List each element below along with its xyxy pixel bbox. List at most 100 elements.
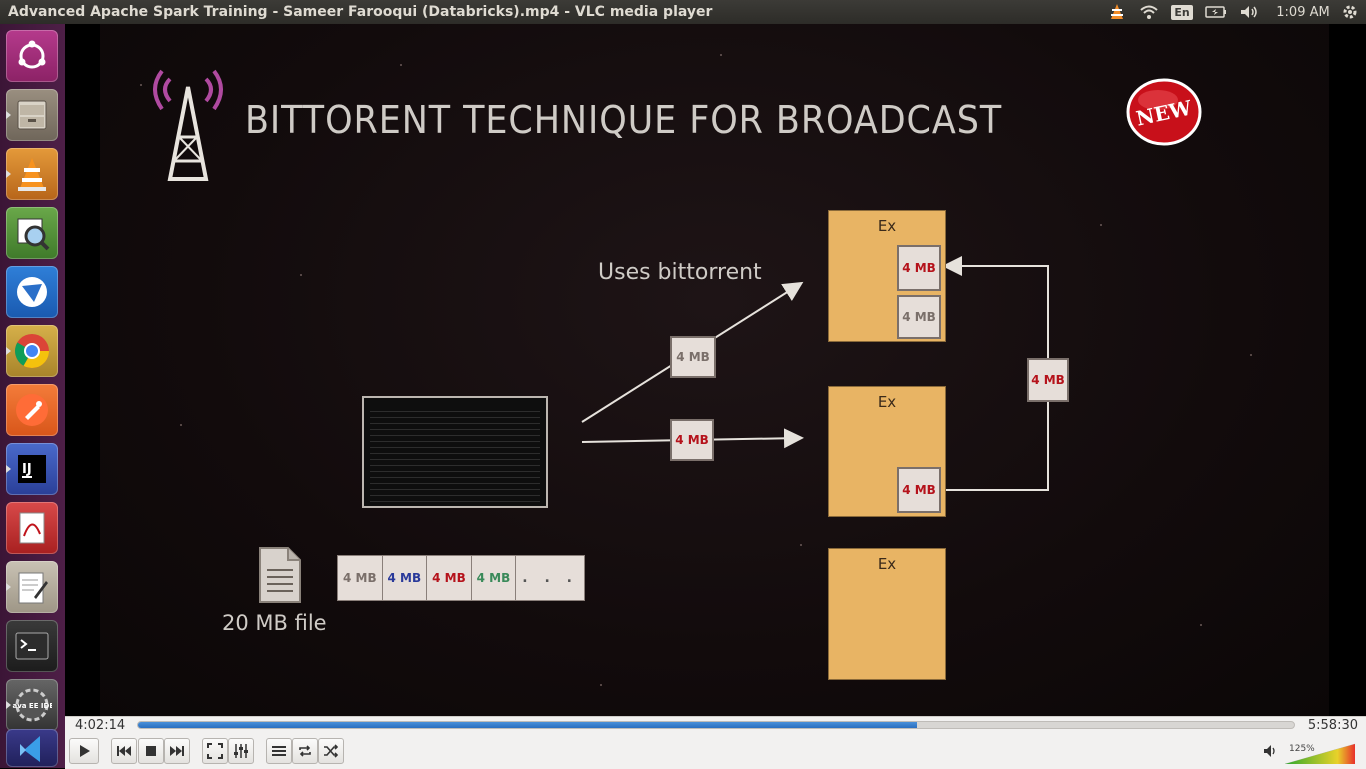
intellij-icon-text: IJ [22, 462, 32, 477]
chunk-label: 4 MB [476, 571, 511, 585]
window-title: Advanced Apache Spark Training - Sameer … [8, 4, 713, 20]
speaker-icon [1264, 745, 1275, 757]
chunk-label: 4 MB [1031, 373, 1065, 387]
driver-terminal-window [362, 396, 548, 508]
strip-more: . . . [522, 570, 578, 586]
previous-button[interactable] [111, 738, 137, 764]
next-button[interactable] [164, 738, 190, 764]
image-viewer-icon [17, 218, 50, 251]
volume-slider[interactable] [1285, 743, 1355, 764]
executor-label: Ex [877, 393, 897, 411]
visual-studio-code-icon [20, 736, 40, 762]
file-icon [259, 547, 301, 603]
launcher-vlc-button[interactable] [6, 148, 58, 200]
files-icon [17, 100, 47, 130]
playback-controls: 4:02:14 5:58:30 [65, 716, 1366, 769]
star-dot [600, 684, 602, 686]
launcher-document-viewer-button[interactable] [6, 502, 58, 554]
chrome-icon [15, 334, 49, 368]
top-panel: Advanced Apache Spark Training - Sameer … [0, 0, 1366, 24]
executor-label: Ex [877, 555, 897, 573]
strip-chunk-4: 4 MB [472, 556, 517, 600]
fullscreen-button[interactable] [202, 738, 228, 764]
chunk-label: 4 MB [676, 350, 710, 364]
file-chunk-strip: 4 MB 4 MB 4 MB 4 MB . . . [337, 555, 585, 601]
power-gear-icon[interactable] [1338, 0, 1362, 24]
play-button[interactable] [69, 738, 99, 764]
postman-icon [16, 394, 48, 426]
terminal-icon [15, 632, 49, 660]
chunk-on-arrow-1: 4 MB [670, 336, 716, 378]
language-badge: En [1171, 4, 1193, 20]
executor-2-chunk: 4 MB [897, 467, 941, 513]
launcher-terminal-button[interactable] [6, 620, 58, 672]
slide: BITTORENT TECHNIQUE FOR BROADCAST NEW Us… [100, 24, 1329, 716]
broadcast-tower-icon [153, 69, 223, 181]
chunk-label: 4 MB [432, 571, 466, 585]
vlc-icon [18, 158, 46, 191]
terminal-text-lines [370, 406, 540, 502]
launcher-java-ee-ide-button[interactable]: Java EE IDE [6, 679, 58, 731]
video-area[interactable]: BITTORENT TECHNIQUE FOR BROADCAST NEW Us… [65, 24, 1366, 716]
playlist-button[interactable] [266, 738, 292, 764]
launcher-chrome-button[interactable] [6, 325, 58, 377]
volume-percent: 125% [1289, 744, 1315, 754]
star-dot [800, 544, 802, 546]
shuffle-button[interactable] [318, 738, 344, 764]
launcher-postman-button[interactable] [6, 384, 58, 436]
loop-button[interactable] [292, 738, 318, 764]
launcher-dash-button[interactable] [6, 30, 58, 82]
equalizer-icon [234, 744, 248, 758]
extended-settings-button[interactable] [228, 738, 254, 764]
ubuntu-dash-icon [18, 40, 46, 69]
launcher-files-button[interactable] [6, 89, 58, 141]
star-dot [1200, 624, 1202, 626]
elapsed-time[interactable]: 4:02:14 [75, 718, 126, 733]
stop-button[interactable] [138, 738, 164, 764]
messenger-icon [17, 277, 47, 307]
star-dot [140, 84, 142, 86]
launcher-text-editor-button[interactable] [6, 561, 58, 613]
launcher-messenger-button[interactable] [6, 266, 58, 318]
chunk-on-arrow-2: 4 MB [670, 419, 714, 461]
wifi-icon[interactable] [1138, 0, 1160, 24]
slide-title: BITTORENT TECHNIQUE FOR BROADCAST [245, 98, 1003, 142]
volume-tray-icon[interactable] [1238, 0, 1262, 24]
battery-icon[interactable] [1203, 0, 1229, 24]
unity-launcher: IJ Java EE IDE [0, 24, 65, 768]
skip-back-icon [117, 746, 131, 756]
skip-forward-icon [170, 746, 184, 756]
star-dot [300, 274, 302, 276]
chunk-label: 4 MB [342, 571, 377, 585]
text-editor-icon [18, 572, 48, 604]
uses-bittorrent-label: Uses bittorrent [598, 260, 762, 285]
star-dot [400, 64, 402, 66]
mute-button[interactable] [1261, 738, 1281, 764]
launcher-intellij-button[interactable]: IJ [6, 443, 58, 495]
document-viewer-icon [19, 512, 45, 544]
vlc-tray-icon[interactable] [1106, 0, 1128, 24]
strip-chunk-2: 4 MB [383, 556, 428, 600]
seek-slider[interactable] [137, 721, 1295, 729]
strip-chunk-3: 4 MB [427, 556, 472, 600]
executor-1-chunk-b: 4 MB [897, 295, 941, 339]
clock[interactable]: 1:09 AM [1276, 4, 1330, 20]
play-icon [80, 745, 90, 757]
fullscreen-icon [207, 743, 223, 759]
chunk-label: 4 MB [675, 433, 709, 447]
star-dot [1100, 224, 1102, 226]
total-time[interactable]: 5:58:30 [1307, 718, 1358, 733]
keyboard-layout-indicator[interactable]: En [1170, 0, 1194, 24]
stop-icon [146, 746, 156, 756]
intellij-icon: IJ [18, 455, 46, 483]
launcher-image-viewer-button[interactable] [6, 207, 58, 259]
shuffle-icon [324, 744, 339, 758]
launcher-vscode-button[interactable] [6, 729, 58, 767]
java-ee-ide-icon: Java EE IDE [12, 688, 52, 722]
executor-3: Ex [828, 548, 946, 680]
playlist-icon [272, 746, 286, 756]
loop-icon [299, 745, 311, 757]
chunk-label: 4 MB [902, 310, 936, 324]
chunk-label: 4 MB [902, 261, 936, 275]
new-badge: NEW [1126, 78, 1202, 146]
